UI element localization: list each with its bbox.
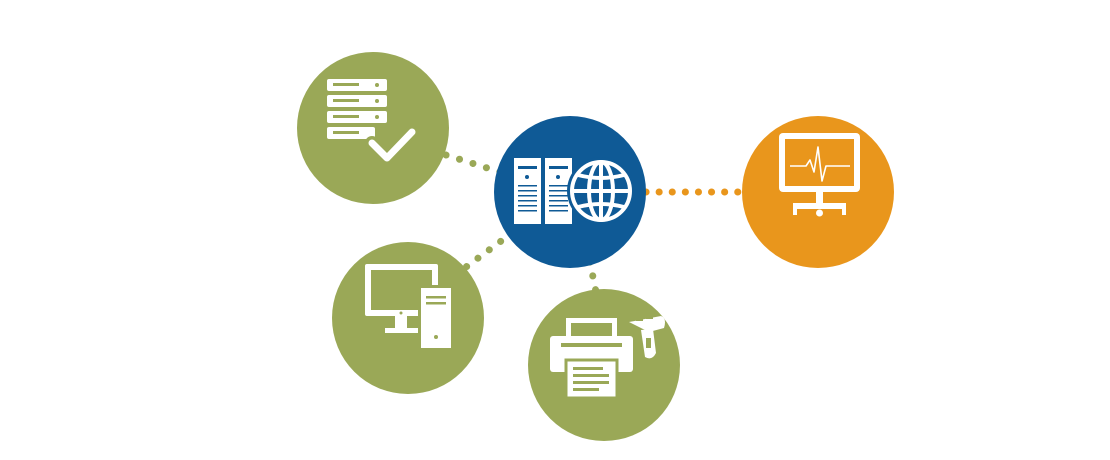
node-data-center bbox=[494, 116, 646, 268]
node-monitor-heartbeat bbox=[742, 116, 894, 268]
node-desktop-computer bbox=[332, 242, 484, 394]
printer-barcode-scanner-icon bbox=[550, 316, 665, 400]
desktop-tower-icon bbox=[365, 264, 454, 351]
server-rack-check-icon bbox=[327, 79, 419, 165]
connector-printer-scanner bbox=[586, 258, 600, 296]
node-printer-scanner bbox=[528, 289, 680, 441]
monitor-heartbeat-icon bbox=[779, 133, 860, 217]
node-server-check bbox=[297, 52, 449, 204]
connector-server-check bbox=[442, 151, 504, 176]
servers-globe-icon bbox=[514, 157, 635, 225]
connector-desktop-computer bbox=[458, 229, 516, 274]
